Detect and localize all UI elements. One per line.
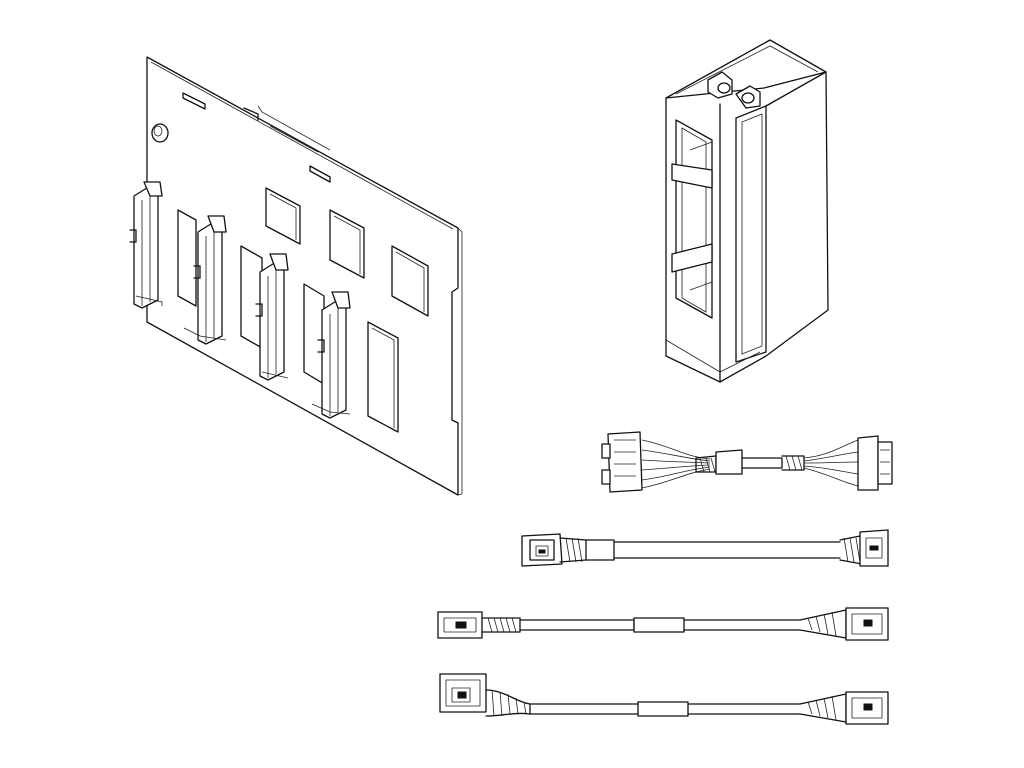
power-splitter-cable (601, 431, 893, 493)
drive-connector-2 (183, 215, 227, 345)
drive-connector-1 (129, 181, 163, 309)
signal-cable-3 (439, 673, 889, 725)
standoff-post (151, 123, 169, 143)
signal-cable-1 (521, 529, 889, 567)
drive-cage-bracket (665, 39, 829, 383)
signal-cable-2 (437, 607, 889, 641)
drive-connector-4 (311, 291, 351, 419)
drive-connector-3 (255, 253, 289, 381)
drive-backplane (129, 56, 463, 496)
